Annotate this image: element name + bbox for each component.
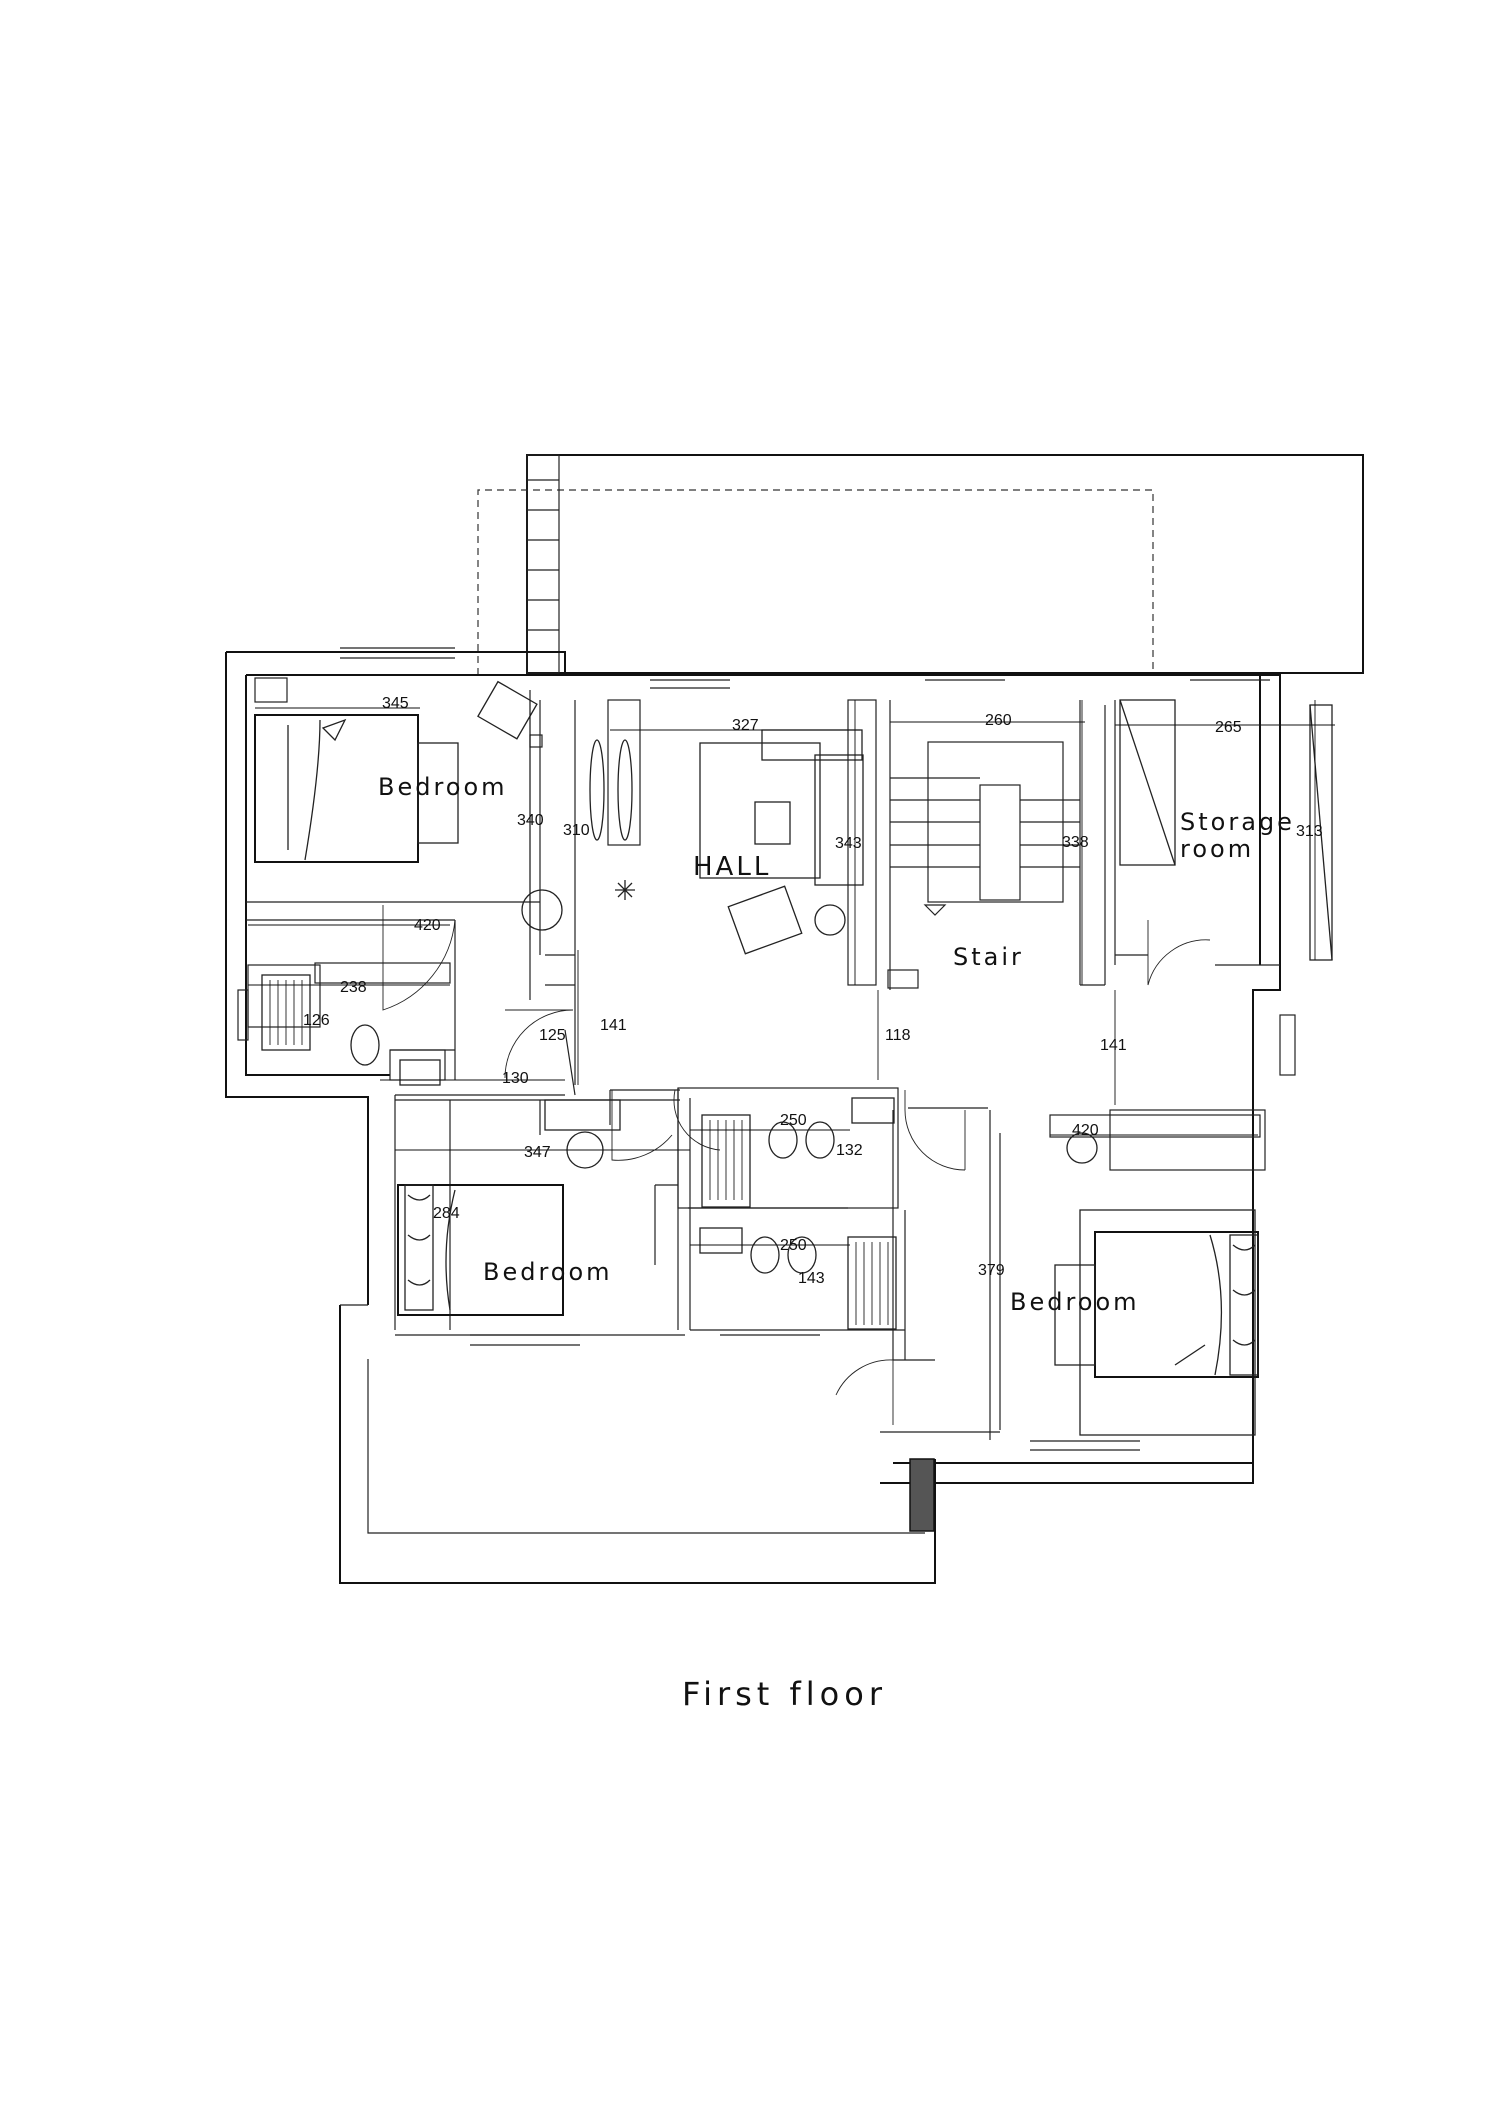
dimension-label: 420 xyxy=(414,917,441,934)
room-label-bedroom-se: Bedroom xyxy=(1010,1288,1140,1316)
stair-flight xyxy=(890,741,1080,916)
dimension-label: 340 xyxy=(517,812,544,829)
dimension-label: 141 xyxy=(1100,1037,1127,1054)
dimension-label: 238 xyxy=(340,979,367,996)
dimension-lines xyxy=(248,700,1335,1246)
dimension-label: 310 xyxy=(563,822,590,839)
dimension-label: 347 xyxy=(524,1144,551,1161)
room-label-storage-room: room xyxy=(1180,835,1254,863)
room-label-bedroom-nw: Bedroom xyxy=(378,773,508,801)
furniture xyxy=(254,680,1333,1436)
dimension-label: 126 xyxy=(303,1012,330,1029)
dimension-label: 379 xyxy=(978,1262,1005,1279)
dimension-label: 327 xyxy=(732,717,759,734)
room-label-hall: HALL xyxy=(693,852,771,882)
dimension-label: 143 xyxy=(798,1270,825,1287)
room-label-storage: Storage xyxy=(1180,808,1295,836)
dimension-label: 250 xyxy=(780,1112,807,1129)
dimension-label: 118 xyxy=(885,1027,911,1044)
page-title: First floor xyxy=(682,1675,887,1713)
room-label-bedroom-sw: Bedroom xyxy=(483,1258,613,1286)
dimension-label: 260 xyxy=(985,712,1012,729)
windows xyxy=(237,647,1270,1451)
dimension-label: 420 xyxy=(1072,1122,1099,1139)
upper-terrace xyxy=(477,454,1364,675)
dimension-label: 265 xyxy=(1215,719,1242,736)
dimension-label: 125 xyxy=(539,1027,566,1044)
room-label-stair: Stair xyxy=(953,943,1024,971)
dimension-label: 141 xyxy=(600,1017,627,1034)
dimension-label: 250 xyxy=(780,1237,807,1254)
dimension-label: 338 xyxy=(1062,834,1089,851)
dimension-label: 284 xyxy=(433,1205,460,1222)
dimension-label: 343 xyxy=(835,835,862,852)
doors xyxy=(382,905,1211,1425)
dimension-label: 132 xyxy=(836,1142,863,1159)
dimension-label: 313 xyxy=(1296,823,1323,840)
exterior-walls xyxy=(225,651,1281,1484)
dimension-label: 130 xyxy=(502,1070,529,1087)
lower-terrace xyxy=(339,1304,936,1584)
dimension-label: 345 xyxy=(382,695,409,712)
